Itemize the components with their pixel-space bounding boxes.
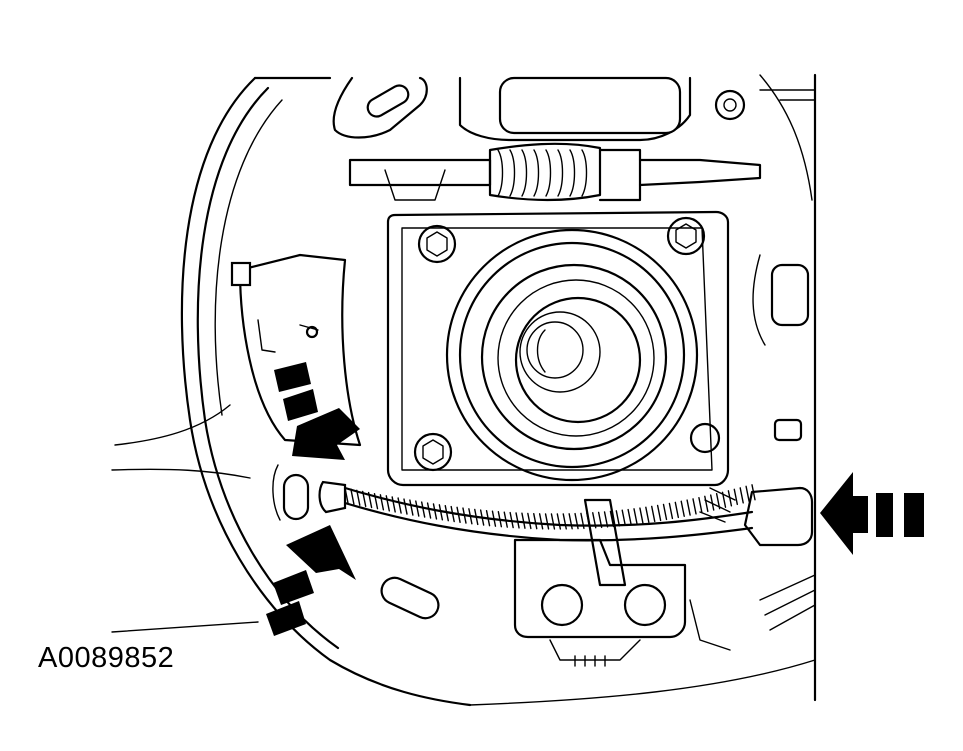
cable-coil [739,487,744,504]
axle-flange [386,210,730,487]
cable-coil [438,504,444,521]
callout-arrow-right [820,472,924,555]
cable-coil [391,496,396,513]
cable-coil [674,501,680,519]
cable-coil [503,511,508,528]
cable-coil [592,512,597,529]
cable-coil [420,501,426,518]
cable-coil [426,502,432,519]
cable-coil [527,512,532,530]
adjuster-coil [569,149,576,197]
callout-arrow-lower-left [266,525,356,636]
cable-coil [373,492,379,510]
cable-coil [645,506,650,523]
cable-coil [639,507,644,524]
flange-bolt-bottom-left [413,432,453,472]
adjuster-coil [497,149,504,197]
cable-coil [474,508,479,526]
cable-coil [403,498,408,515]
lower-right-clip [689,574,816,651]
cable-coil [586,512,591,529]
cable-coil [538,513,544,530]
cable-coil [350,488,355,505]
cable-coil [568,513,573,530]
cable-coil [544,513,550,530]
cable-coil [580,512,585,530]
parking-brake-lever [513,498,687,667]
cable-coil [497,511,503,528]
cable-coil [367,491,373,509]
cable-coil [491,510,497,527]
cable-coil [597,511,603,529]
cable-coil [668,502,674,520]
flange-bolt-top-right [666,216,706,256]
flange-bolt-top-left [417,224,457,264]
anchor-slot-bottom [380,576,440,620]
cable-coil [686,499,691,516]
cable-coil [710,494,715,511]
anchor-slot-right [752,254,810,442]
figure-id-label: A0089852 [38,642,175,674]
cable-coil [615,510,621,527]
cable-coil [715,492,721,510]
adjuster-screw [348,142,762,202]
cable-coil [409,499,414,516]
cable-coil [468,508,473,525]
cable-coil [574,512,579,530]
cable-coil [479,509,485,526]
cable-coil [562,513,567,530]
cable-coil [550,513,556,530]
adjuster-coil [545,149,552,197]
anchor-slot-left [272,464,310,521]
callout-arrow-upper-left [274,362,360,460]
cable-coil [521,512,526,529]
cable-coil [485,509,491,527]
cable-coil [556,513,562,530]
cable-coil [621,509,626,526]
cable-coil [662,503,668,521]
brake-shoe-left [111,253,362,479]
cable-coil [651,505,656,523]
flange-bolt-bottom-right [689,422,721,454]
cable-coil [692,498,697,515]
adjuster-coil [509,149,516,197]
bearing [445,228,699,482]
cable-coil [633,508,638,525]
wheel-cylinder [332,76,816,142]
adjuster-coil [521,149,528,197]
leader-line [111,621,259,633]
cable-coil [721,491,727,508]
cable-coil [456,506,461,524]
cable-coil [356,489,361,506]
cable-coil [444,504,449,522]
cable-coil [462,507,467,524]
cable-coil [751,484,756,501]
parking-brake-cable [318,480,756,542]
cable-coil [745,485,750,503]
cable-coil [656,504,662,522]
cable-coil [627,508,632,526]
cable-coil [385,495,390,512]
cable-coil [727,490,733,507]
cable-coil [698,496,703,514]
cable-coil [533,512,538,530]
cable-coil [733,488,739,506]
cable-coil [515,512,520,529]
cable-coil [609,510,615,528]
cable-coil [509,511,514,529]
cable-coil [432,503,438,520]
cable-coil [361,490,367,508]
cable-coil [603,511,609,528]
cable-coil [450,505,455,523]
cable-coil [379,494,385,511]
adjuster-coil [533,149,540,197]
adjuster-coil [581,149,588,197]
cable-coil [704,495,709,513]
adjuster-coil [557,149,564,197]
cable-coil [680,500,685,517]
cable-coil [415,500,420,517]
cable-coil [397,497,402,514]
